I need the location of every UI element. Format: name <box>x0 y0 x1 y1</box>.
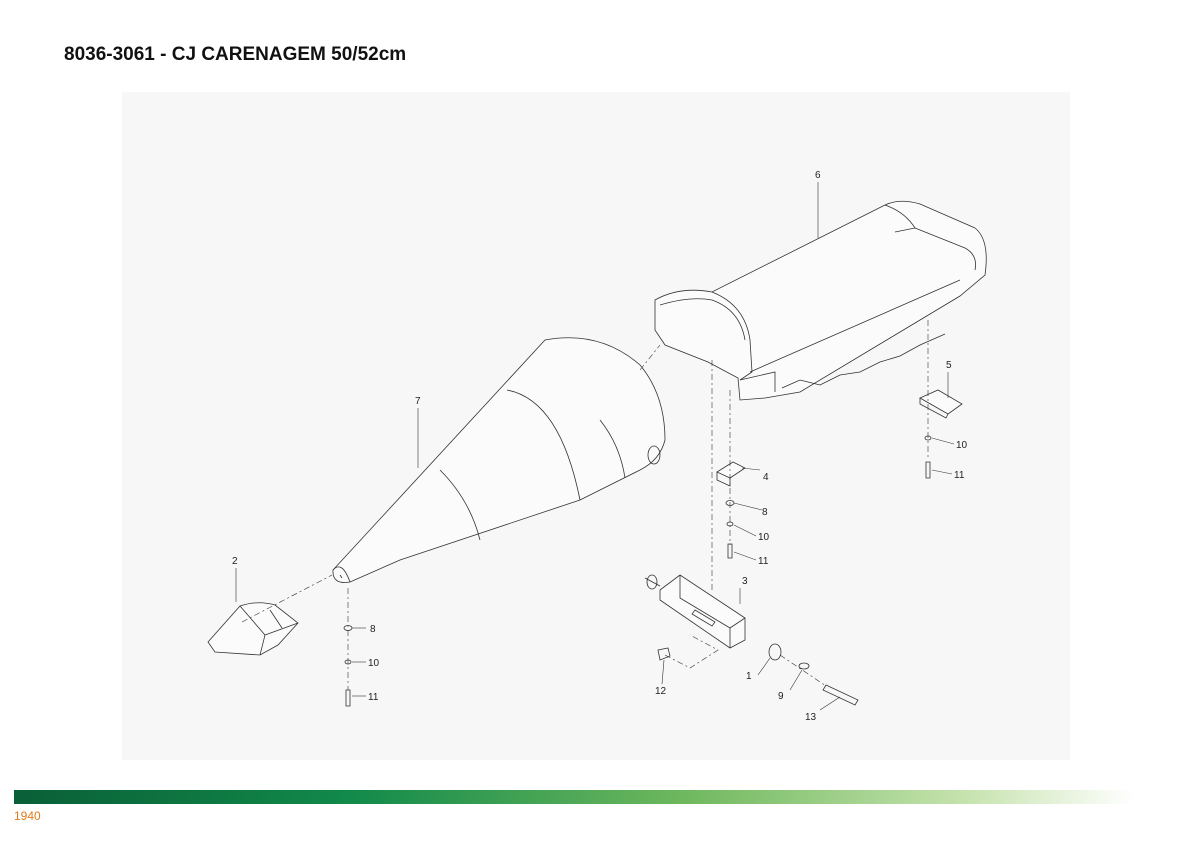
page-number: 1940 <box>14 809 41 823</box>
callout-2: 2 <box>232 556 238 567</box>
callout-8-b: 8 <box>762 507 768 518</box>
callout-11-a: 11 <box>368 692 379 703</box>
part-2-nose-tip <box>207 602 299 656</box>
callout-7: 7 <box>415 396 421 407</box>
callout-labels: 1 2 3 4 5 6 7 8 8 9 10 10 10 11 11 11 12… <box>232 170 968 723</box>
callout-lines <box>235 182 955 711</box>
callout-4: 4 <box>763 472 769 483</box>
leader-lines <box>241 320 929 690</box>
callout-10-c: 10 <box>956 440 968 451</box>
callout-12: 12 <box>655 686 667 697</box>
footer-gradient-bar <box>14 790 1134 804</box>
callout-11-c: 11 <box>954 470 965 481</box>
callout-9: 9 <box>778 691 784 702</box>
page-title: 8036-3061 - CJ CARENAGEM 50/52cm <box>64 44 407 65</box>
callout-3: 3 <box>742 576 748 587</box>
callout-10-b: 10 <box>758 532 770 543</box>
callout-6: 6 <box>815 170 821 181</box>
part-3-bracket <box>644 574 746 649</box>
callout-5: 5 <box>946 360 952 371</box>
part-7-cone-fairing <box>332 337 666 583</box>
part-4-plate <box>716 461 746 487</box>
callout-1: 1 <box>746 671 752 682</box>
callout-13: 13 <box>805 712 817 723</box>
callout-8-a: 8 <box>370 624 376 635</box>
callout-11-b: 11 <box>758 556 769 567</box>
callout-10-a: 10 <box>368 658 380 669</box>
part-6-cover-housing <box>654 200 987 401</box>
part-5-plate <box>919 389 963 419</box>
